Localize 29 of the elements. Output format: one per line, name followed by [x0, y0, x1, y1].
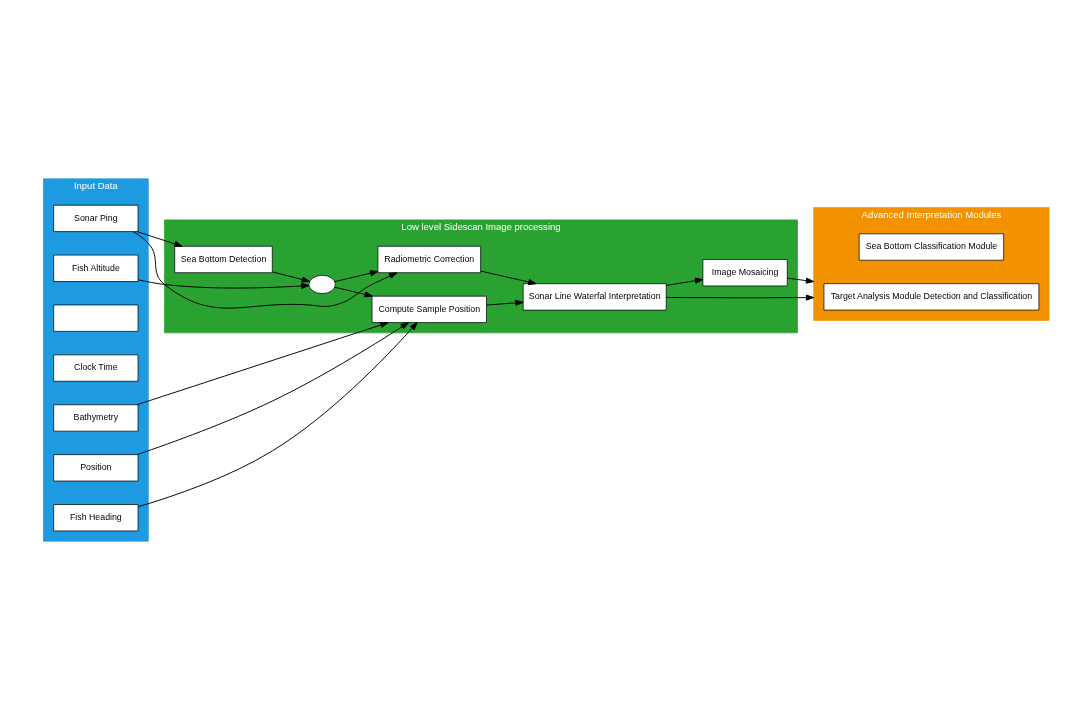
node-box: Fish Heading — [53, 504, 139, 532]
arrow — [665, 294, 815, 301]
node-box: Bathymetry — [53, 404, 139, 432]
arrow — [480, 270, 537, 286]
node-box: Compute Sample Position — [371, 295, 487, 323]
node-box: Sea Bottom Detection — [174, 245, 273, 274]
arrow — [136, 231, 183, 247]
node-box: Sonar Line Waterfal Interpretation — [522, 283, 667, 311]
node-box: Target Analysis Module Detection and Classification — [823, 283, 1040, 311]
arrow — [665, 277, 704, 286]
arrow — [137, 322, 418, 508]
arrow — [136, 322, 389, 406]
arrow — [334, 270, 379, 283]
node-box: Sea Bottom Classification Module — [858, 233, 1005, 261]
node-ellipse — [308, 274, 336, 294]
node-box: Position — [53, 454, 139, 482]
node-box: Radiometric Correction — [377, 245, 481, 274]
arrow — [137, 279, 310, 289]
node-box: Sonar Ping — [53, 204, 139, 232]
arrow — [486, 299, 524, 306]
arrow — [334, 286, 373, 298]
arrow — [136, 322, 409, 456]
node-box: Clock Time — [53, 354, 139, 382]
arrow — [272, 271, 311, 283]
node-box: Fish Altitude — [53, 254, 139, 282]
arrow — [786, 277, 815, 284]
node-box — [53, 304, 139, 332]
arrow — [132, 231, 398, 309]
node-box: Image Mosaicing — [702, 259, 788, 287]
